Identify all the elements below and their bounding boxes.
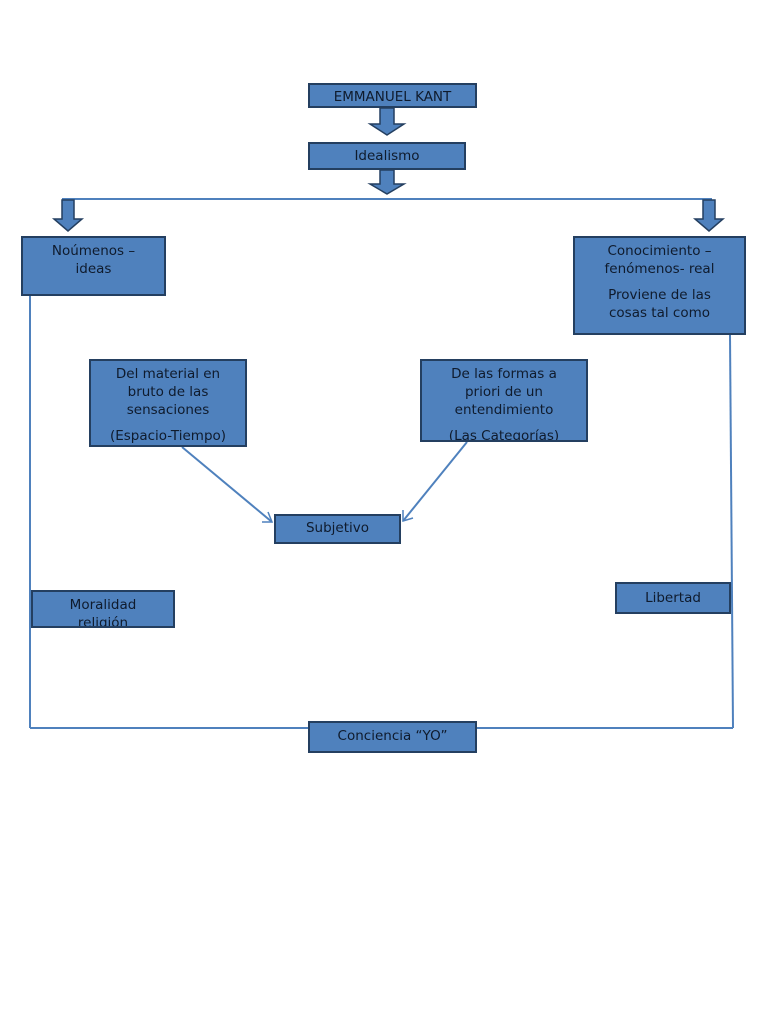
- arrowhead-formas-subjetivo: [402, 510, 414, 523]
- right-vertical-line: [729, 334, 734, 729]
- idealismo-label: Idealismo: [354, 148, 420, 164]
- formas-label-1: De las formas a priori de un entendimien…: [451, 366, 557, 418]
- arrowhead-material-subjetivo: [262, 511, 274, 523]
- arrow-formas-subjetivo: [402, 441, 468, 522]
- conocimiento-label-2: Proviene de las cosas tal como: [608, 287, 711, 321]
- moralidad-label: Moralidad religión: [69, 597, 137, 628]
- conocimiento-label-1: Conocimiento – fenómenos- real: [604, 243, 715, 277]
- down-arrow-idealismo-branch: [367, 169, 407, 195]
- conciencia-box: Conciencia “YO”: [308, 721, 477, 753]
- subjetivo-label: Subjetivo: [305, 520, 370, 536]
- conciencia-label: Conciencia “YO”: [337, 728, 448, 744]
- material-box: Del material en bruto de las sensaciones…: [89, 359, 247, 447]
- subjetivo-box: Subjetivo: [274, 514, 401, 544]
- down-arrow-kant-idealismo: [367, 107, 407, 136]
- conocimiento-box: Conocimiento – fenómenos- real Proviene …: [573, 236, 746, 335]
- formas-label-2: (Las Categorías): [448, 428, 560, 442]
- noumenos-label: Noúmenos – ideas: [51, 243, 136, 277]
- noumenos-box: Noúmenos – ideas: [21, 236, 166, 296]
- libertad-label: Libertad: [645, 590, 701, 606]
- formas-box: De las formas a priori de un entendimien…: [420, 359, 588, 442]
- down-arrow-conocimiento: [692, 199, 726, 232]
- material-label-2: (Espacio-Tiempo): [109, 428, 227, 444]
- kant-label: EMMANUEL KANT: [333, 89, 452, 105]
- arrow-material-subjetivo: [181, 446, 273, 523]
- down-arrow-noumenos: [51, 199, 85, 232]
- moralidad-box: Moralidad religión: [31, 590, 175, 628]
- kant-box: EMMANUEL KANT: [308, 83, 477, 108]
- material-label-1: Del material en bruto de las sensaciones: [115, 366, 221, 418]
- idealismo-box: Idealismo: [308, 142, 466, 170]
- libertad-box: Libertad: [615, 582, 731, 614]
